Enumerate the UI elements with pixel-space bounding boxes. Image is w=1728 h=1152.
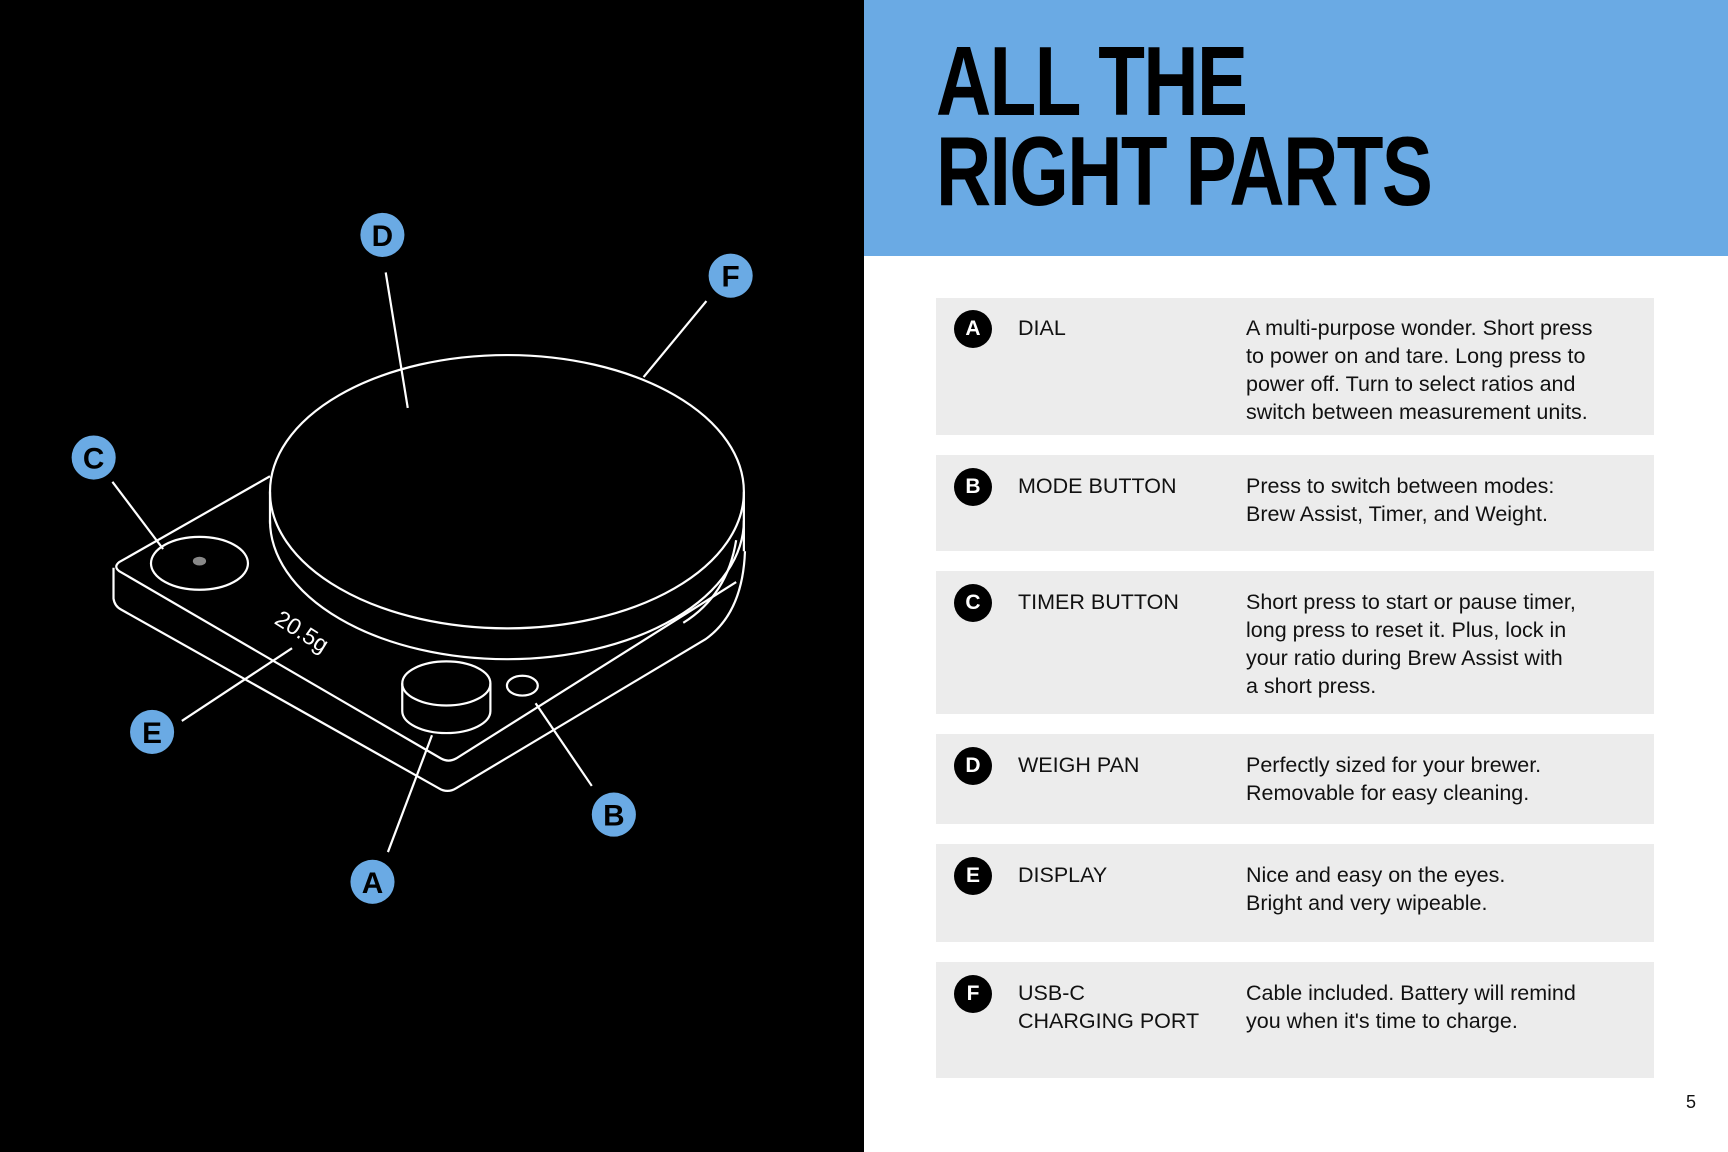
page-number: 5: [1686, 1092, 1697, 1112]
part-description: Perfectly sized for your brewer.Removabl…: [1246, 753, 1542, 805]
weigh-pan-rim: [268, 520, 745, 661]
part-row-mode-button: [936, 455, 1654, 551]
part-badge: B: [954, 468, 992, 506]
scale-outline: [111, 272, 747, 853]
display-reading: 20.5g: [271, 605, 334, 658]
base-bottom-edge: [112, 551, 747, 792]
part-badge: C: [954, 584, 992, 622]
part-name: TIMER BUTTON: [1018, 590, 1179, 614]
scale-illustration: 20.5g D F C E A B: [71, 212, 753, 904]
svg-text:F: F: [722, 261, 740, 294]
callout-a: A: [350, 859, 395, 904]
callout-b: B: [591, 792, 636, 837]
part-badge: D: [954, 747, 992, 785]
svg-text:B: B: [603, 800, 625, 833]
weigh-pan-top: [268, 353, 745, 630]
callout-e: E: [130, 709, 175, 754]
part-row-dial: [936, 298, 1654, 435]
timer-icon: [192, 556, 207, 566]
part-description: Short press to start or pause timer,long…: [1246, 590, 1576, 698]
part-description: Nice and easy on the eyes.Bright and ver…: [1246, 863, 1506, 915]
callout-d: D: [360, 212, 405, 257]
dial-shape: [401, 710, 492, 735]
title-line-2: RIGHT PARTS: [936, 116, 1433, 226]
part-badge: F: [954, 975, 992, 1013]
base-top-edge: [115, 475, 737, 762]
part-badge: E: [954, 857, 992, 895]
part-badge: A: [954, 310, 992, 348]
svg-text:D: D: [372, 220, 394, 253]
title-banner: [864, 0, 1728, 256]
callout-f: F: [708, 253, 753, 298]
mode-button-shape: [505, 674, 539, 697]
part-name: DISPLAY: [1018, 863, 1108, 887]
part-name: DIAL: [1018, 316, 1066, 340]
title-line-1: ALL THE: [936, 26, 1248, 136]
part-description: Press to switch between modes:Brew Assis…: [1246, 474, 1555, 526]
illustration-panel: 20.5g D F C E A B: [0, 0, 864, 1152]
timer-button-shape: [149, 535, 250, 591]
part-name: WEIGH PAN: [1018, 753, 1140, 777]
svg-text:A: A: [362, 867, 384, 900]
page-title: ALL THE RIGHT PARTS: [936, 26, 1433, 226]
svg-text:C: C: [83, 443, 105, 476]
svg-text:E: E: [142, 717, 162, 750]
part-row-display: [936, 844, 1654, 942]
part-row-weigh-pan: [936, 734, 1654, 824]
part-row-timer-button: [936, 571, 1654, 714]
part-name: MODE BUTTON: [1018, 474, 1177, 498]
callout-c: C: [71, 435, 116, 480]
part-row-usb-c-port: [936, 962, 1654, 1078]
